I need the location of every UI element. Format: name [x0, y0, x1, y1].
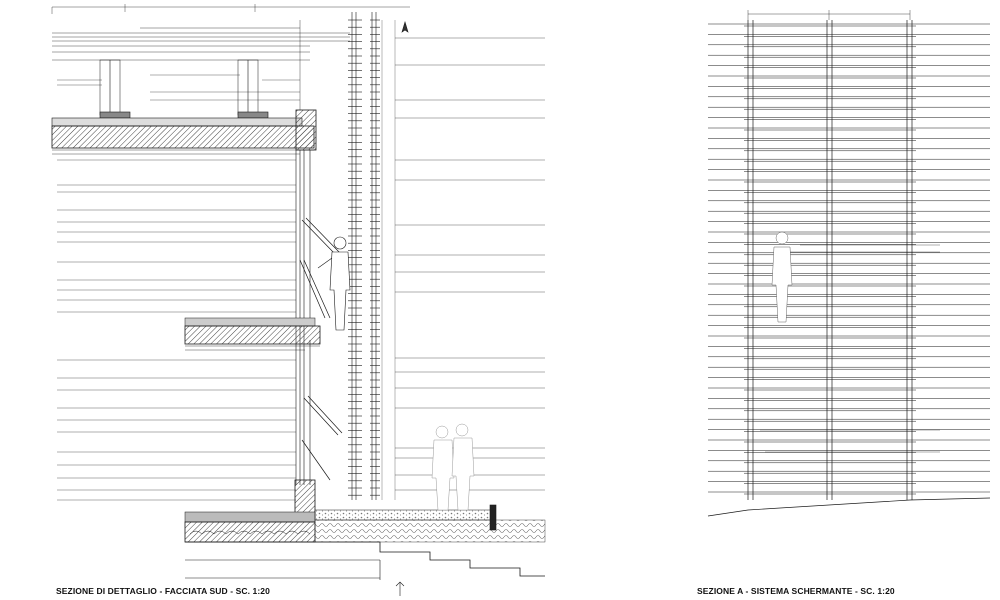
roof-leader-lines — [57, 74, 300, 101]
left-section-title: SEZIONE DI DETTAGLIO - FACCIATA SUD - SC… — [56, 586, 270, 596]
annotation-leader-lines-left — [57, 159, 296, 501]
north-arrow-icon — [401, 20, 409, 33]
shading-frame-ticks — [348, 19, 380, 496]
section-a-annotation-leaders — [760, 244, 940, 453]
section-a-shading-system — [707, 10, 991, 517]
roof-steel-beams — [99, 59, 269, 119]
exterior-shading-frame — [351, 12, 396, 500]
shading-louvers — [299, 217, 343, 481]
ground-floor-foundation — [184, 479, 546, 580]
intermediate-floor-slab — [184, 317, 321, 351]
annotation-leader-lines-right — [395, 37, 545, 491]
facade-glazing — [295, 150, 311, 485]
section-mark-icon — [395, 581, 405, 596]
roof-slab — [51, 109, 317, 155]
section-a-human-figure — [771, 231, 793, 323]
detail-section-left — [51, 4, 546, 596]
section-a-dimension-line — [747, 10, 911, 20]
section-a-horizontal-slats — [708, 23, 990, 495]
section-a-vertical-posts — [747, 20, 913, 500]
human-figure-standing — [317, 236, 351, 331]
human-figures-couple — [431, 423, 475, 511]
roof-dimension-lines — [51, 4, 410, 110]
right-section-title: SEZIONE A - SISTEMA SCHERMANTE - SC. 1:2… — [697, 586, 895, 596]
section-a-base — [707, 497, 991, 517]
